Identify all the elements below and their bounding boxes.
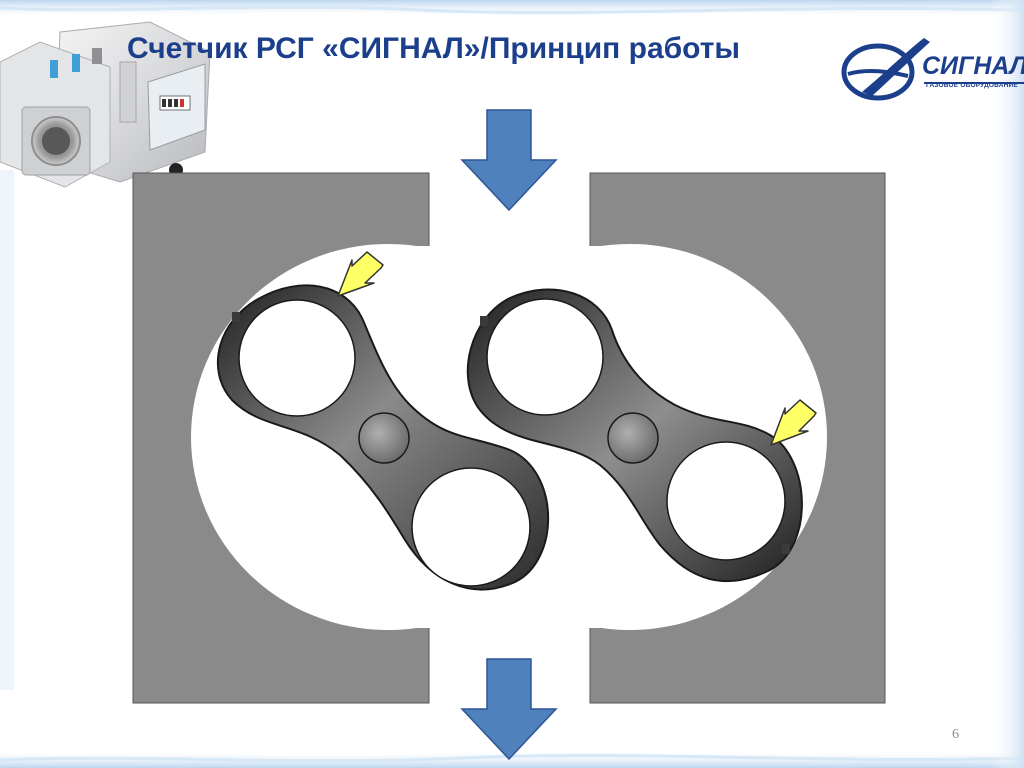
contact-arrow-left-rotor (337, 251, 384, 297)
rotor-left (216, 284, 550, 591)
signal-logo (841, 38, 1024, 101)
slide-title: Счетчик РСГ «СИГНАЛ»/Принцип работы (127, 32, 741, 65)
contact-arrow-right-rotor (770, 399, 817, 446)
logo-subtitle: ГАЗОВОЕ ОБОРУДОВАНИЕ (926, 82, 1018, 89)
gas-meter-image (0, 21, 211, 188)
flow-arrow-inlet (460, 109, 558, 212)
logo-name: СИГНАЛ (922, 52, 1024, 80)
flow-arrow-outlet (460, 658, 558, 761)
rotor-right (466, 288, 803, 583)
page-number: 6 (952, 727, 959, 742)
